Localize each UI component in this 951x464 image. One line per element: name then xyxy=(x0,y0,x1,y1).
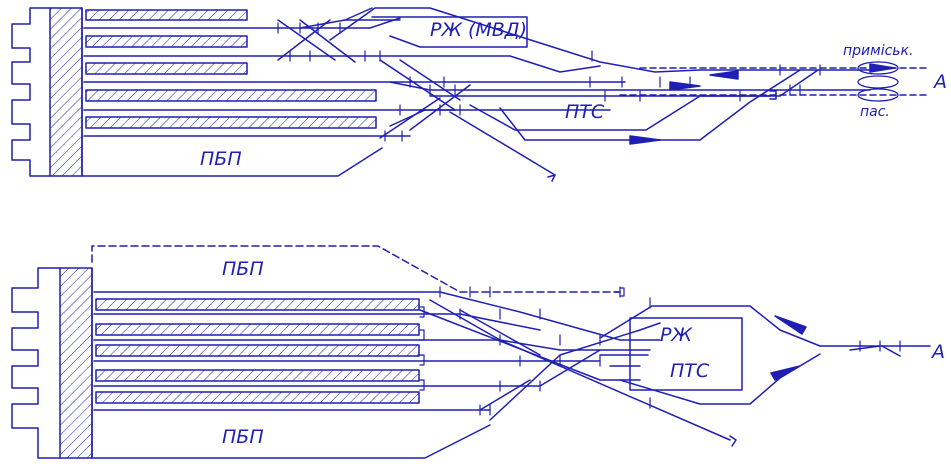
arrow-lower-out xyxy=(770,365,801,381)
label-direction-bottom: А xyxy=(932,341,945,363)
label-rzh-bottom: РЖ xyxy=(660,324,692,346)
platform-4 xyxy=(85,89,377,102)
top-bypass-loops xyxy=(857,61,899,102)
top-station-building xyxy=(11,7,51,177)
bottom-platforms xyxy=(95,298,420,404)
platform-b1 xyxy=(95,298,420,311)
platform-1 xyxy=(85,9,248,21)
bottom-outer-frame xyxy=(91,267,491,459)
arrow-suburban xyxy=(869,63,896,73)
bottom-tracks xyxy=(93,291,931,447)
arrow-right-mid xyxy=(669,81,701,91)
label-pbp-bottom-upper: ПБП xyxy=(222,258,264,280)
bottom-building-hatch xyxy=(59,267,93,459)
platform-b4 xyxy=(95,369,420,382)
bottom-dead-ends xyxy=(419,287,625,391)
arrow-upper-in xyxy=(774,315,807,335)
platform-5 xyxy=(85,116,377,129)
bottom-insulated-joints xyxy=(439,286,901,416)
platform-2 xyxy=(85,35,248,48)
upper-pbp-dashed xyxy=(91,245,621,293)
platform-3 xyxy=(85,62,248,75)
top-building-hatch xyxy=(49,7,83,177)
label-rzh-mvd: РЖ (МВД) xyxy=(430,19,528,41)
rzh-mvd-box xyxy=(344,7,528,48)
top-insulated-joints xyxy=(277,22,821,142)
top-scheme xyxy=(11,7,931,182)
arrow-left-top xyxy=(709,70,739,80)
bottom-scheme xyxy=(11,245,931,459)
label-passenger: пас. xyxy=(860,104,890,120)
top-direction-arrows xyxy=(629,63,896,145)
rzh-pts-box xyxy=(629,317,743,391)
label-pts-bottom: ПТС xyxy=(670,360,710,382)
platform-b5 xyxy=(95,391,420,404)
bottom-station-building xyxy=(11,267,61,459)
arrow-right-low xyxy=(629,135,661,145)
platform-b2 xyxy=(95,323,420,336)
top-outer-frame xyxy=(81,7,383,177)
top-platforms xyxy=(85,9,377,129)
label-pbp-top: ПБП xyxy=(200,148,242,170)
label-suburban: приміськ. xyxy=(843,43,914,59)
bottom-direction-arrows xyxy=(770,315,807,381)
platform-b3 xyxy=(95,344,420,357)
label-direction-top: А xyxy=(934,71,947,93)
label-pts-top: ПТС xyxy=(565,101,605,123)
label-pbp-bottom-lower: ПБП xyxy=(222,426,264,448)
